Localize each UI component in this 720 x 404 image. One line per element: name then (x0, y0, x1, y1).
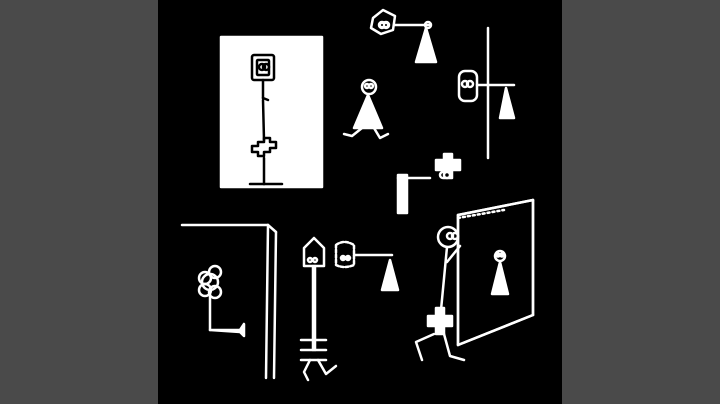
dark-keyhole-handle (334, 240, 400, 292)
walking-keyhole-figure (342, 78, 390, 140)
letterbox-right (562, 0, 720, 404)
letterbox-left (0, 0, 158, 404)
house-head-skeleton-key (299, 236, 338, 382)
keyhole-creature-on-handle (369, 8, 438, 64)
door-edge-with-handle (457, 26, 516, 160)
door-window-with-key-figure (219, 35, 324, 189)
cross-headed-creature-on-handle (396, 152, 462, 215)
open-door-with-keyhole (456, 198, 535, 347)
stick-figure-peeking (414, 225, 466, 362)
doorway-with-key (180, 223, 278, 380)
album-artwork (158, 0, 562, 404)
